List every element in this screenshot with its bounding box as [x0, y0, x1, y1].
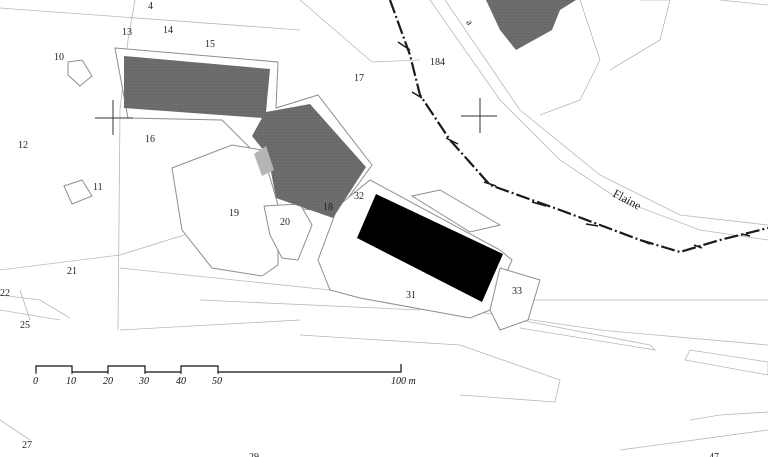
parcel-label-13: 13 — [122, 27, 132, 38]
parcel-label-18: 18 — [323, 202, 333, 213]
parcel-label-29: 29 — [249, 452, 259, 457]
survey-markers — [95, 98, 497, 135]
parcel-label-12: 12 — [18, 140, 28, 151]
existing-building — [124, 56, 366, 218]
road-label-flaine: Flaine — [611, 186, 644, 212]
parcel-label-15: 15 — [205, 39, 215, 50]
buildings — [124, 0, 576, 302]
parcel-label-184: 184 — [430, 57, 445, 68]
parcel-label-27: 27 — [22, 440, 32, 451]
new-building — [357, 194, 503, 302]
scale-bar: 0 10 20 30 40 50 100 m — [33, 364, 416, 387]
parcel-label-19: 19 — [229, 208, 239, 219]
parcel-label-4: 4 — [148, 1, 153, 12]
scale-tick-20: 20 — [103, 376, 113, 387]
parcel-label-11: 11 — [93, 182, 103, 193]
parcel-label-14: 14 — [163, 25, 173, 36]
parcel-labels: 4 10 11 12 13 14 15 16 17 18 19 20 21 22… — [0, 1, 719, 457]
scale-tick-30: 30 — [138, 376, 149, 387]
road-mark: a — [463, 18, 475, 28]
parcel-label-33: 33 — [512, 286, 522, 297]
scale-tick-50: 50 — [212, 376, 222, 387]
parcel-label-32: 32 — [354, 191, 364, 202]
parcel-label-25: 25 — [20, 320, 30, 331]
scale-tick-0: 0 — [33, 376, 38, 387]
parcel-label-17: 17 — [354, 73, 364, 84]
cross-marker — [95, 100, 133, 135]
scale-tick-100m: 100 m — [391, 376, 416, 387]
parcel-label-10: 10 — [54, 52, 64, 63]
parcel-label-31: 31 — [406, 290, 416, 301]
parcel-label-47: 47 — [709, 452, 719, 457]
neighbor-building — [486, 0, 576, 50]
parcel-label-21: 21 — [67, 266, 77, 277]
scale-tick-40: 40 — [176, 376, 186, 387]
parcel-label-16: 16 — [145, 134, 155, 145]
parcel-label-20: 20 — [280, 217, 290, 228]
annex-building — [254, 146, 274, 176]
cross-marker — [461, 98, 497, 133]
parcel-label-22: 22 — [0, 288, 10, 299]
road-boundary — [388, 0, 768, 254]
scale-tick-10: 10 — [66, 376, 76, 387]
